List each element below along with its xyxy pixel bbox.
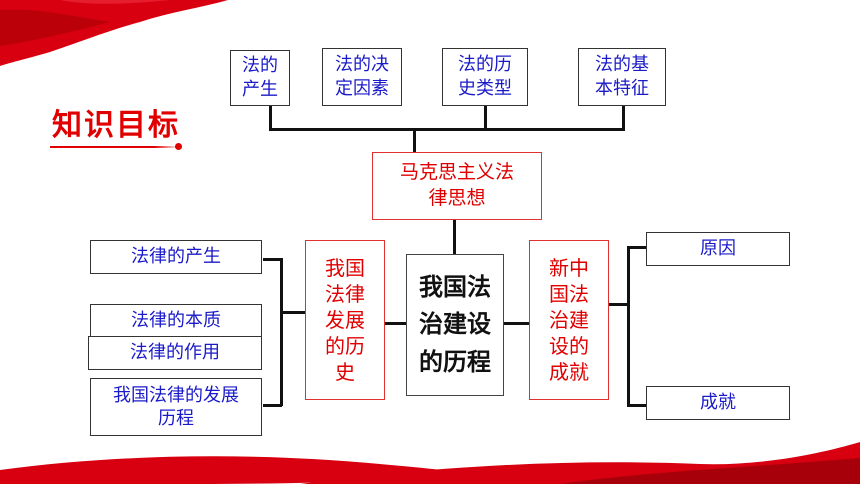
connector-to-marxist (413, 128, 416, 152)
node-marxist-legal-thought: 马克思主义法 律思想 (372, 152, 542, 220)
connector-top-horizontal (269, 128, 625, 131)
node-origin-of-law: 法律的产生 (90, 240, 262, 274)
connector-left-bottom-tick (263, 404, 282, 407)
node-law-historical-types: 法的历 史类型 (442, 48, 528, 106)
bottom-ribbon-decoration (0, 442, 860, 484)
connector-history-to-center (384, 322, 407, 325)
node-law-origin: 法的 产生 (230, 50, 290, 106)
title-underline-dot (175, 143, 182, 150)
node-development-history-of-our-law: 我国法律的发展 历程 (90, 378, 262, 436)
node-rule-of-law-process: 我国法 治建设 的历程 (406, 254, 504, 396)
node-law-development-history: 我国 法律 发展 的历 史 (305, 240, 385, 400)
connector-right-top-tick (627, 246, 647, 249)
connector-marxist-to-center (453, 218, 456, 254)
node-reason: 原因 (646, 232, 790, 266)
connector-types-down (484, 105, 487, 130)
node-essence-of-law: 法律的本质 (90, 304, 262, 338)
page-title: 知识目标 (52, 108, 180, 143)
connector-origin-down (269, 105, 272, 130)
connector-right-horizontal (607, 303, 629, 306)
title-underline (50, 146, 180, 148)
node-new-china-achievements: 新中 国法 治建 设的 成就 (529, 240, 609, 400)
node-law-basic-features: 法的基 本特征 (578, 48, 666, 106)
node-function-of-law: 法律的作用 (88, 336, 262, 370)
connector-left-vertical (280, 258, 283, 406)
connector-right-bottom-tick (627, 404, 647, 407)
connector-left-to-history (280, 311, 306, 314)
connector-right-vertical (627, 246, 630, 407)
node-achievement: 成就 (646, 386, 790, 420)
connector-center-to-achievement (503, 322, 530, 325)
connector-features-down (622, 105, 625, 130)
node-law-determining-factors: 法的决 定因素 (322, 48, 402, 106)
connector-left-top-tick (263, 258, 282, 261)
top-left-ribbon-decoration (0, 0, 228, 66)
